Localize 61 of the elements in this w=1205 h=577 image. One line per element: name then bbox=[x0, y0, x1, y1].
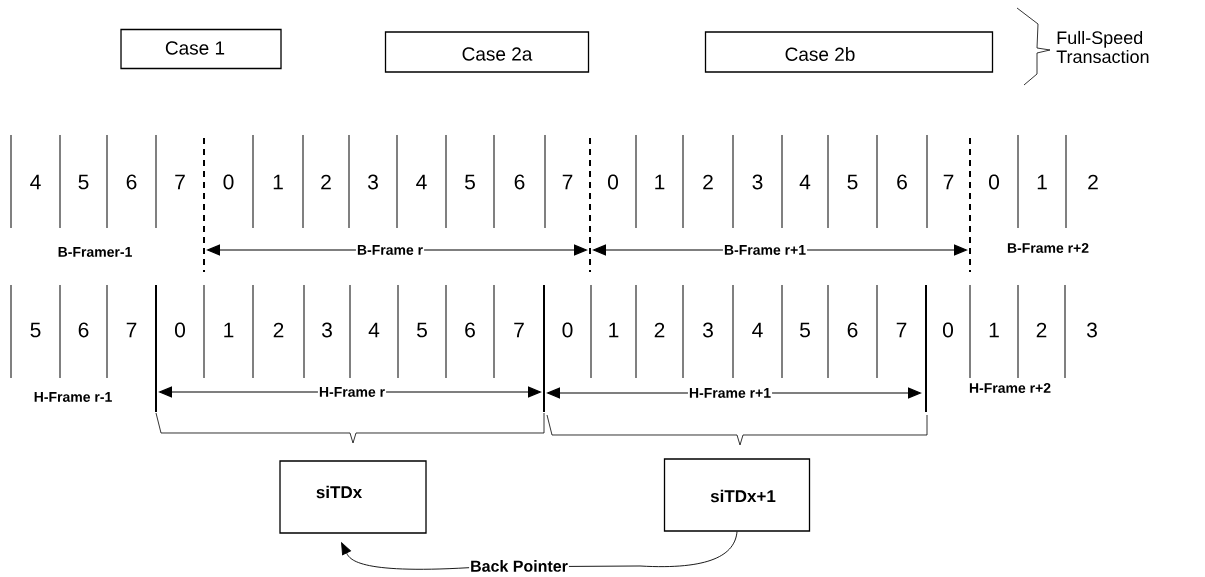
slot-number: 2 bbox=[654, 322, 665, 338]
slot-number: 4 bbox=[368, 322, 380, 338]
frame-label: B-Frame r+2 bbox=[1007, 243, 1089, 253]
slot-number: 0 bbox=[608, 174, 618, 190]
slot-number: 6 bbox=[126, 174, 137, 190]
slot-number: 1 bbox=[989, 322, 999, 338]
slot-number: 1 bbox=[273, 174, 283, 190]
slot-number: 5 bbox=[417, 322, 427, 338]
frame-label: B-Frame r bbox=[355, 244, 425, 256]
slot-number: 0 bbox=[989, 174, 999, 190]
slot-number: 4 bbox=[416, 174, 427, 190]
slot-number: 2 bbox=[321, 174, 331, 190]
slot-number: 4 bbox=[799, 174, 811, 190]
brace-label: Full-Speed Transaction bbox=[1056, 30, 1149, 64]
slot-number: 1 bbox=[609, 322, 619, 338]
slot-number: 1 bbox=[1037, 174, 1047, 190]
descriptor-box: siTDx bbox=[279, 460, 427, 534]
slot-number: 1 bbox=[655, 174, 665, 190]
slot-number: 7 bbox=[514, 322, 524, 338]
frame-label: B-Framer-1 bbox=[58, 247, 132, 257]
slot-number: 7 bbox=[126, 322, 137, 338]
slot-number: 5 bbox=[465, 174, 475, 190]
slot-number: 3 bbox=[367, 174, 378, 190]
slot-number: 3 bbox=[321, 322, 332, 338]
slot-number: 0 bbox=[175, 322, 185, 338]
frame-label: H-Frame r bbox=[317, 386, 387, 398]
edge-label: Back Pointer bbox=[469, 559, 569, 573]
slot-number: 7 bbox=[943, 174, 954, 190]
slot-number: 5 bbox=[30, 322, 41, 338]
slot-number: 0 bbox=[943, 322, 953, 338]
slot-number: 6 bbox=[897, 174, 907, 190]
slot-number: 0 bbox=[562, 322, 573, 338]
slot-number: 5 bbox=[78, 174, 89, 190]
slot-number: 7 bbox=[175, 174, 185, 190]
slot-number: 7 bbox=[562, 174, 573, 190]
slot-number: 6 bbox=[78, 322, 89, 338]
slot-number: 1 bbox=[224, 322, 234, 338]
slot-number: 2 bbox=[1088, 174, 1098, 190]
slot-number: 2 bbox=[1036, 322, 1047, 338]
case-box: Case 1 bbox=[120, 28, 282, 70]
slot-number: 3 bbox=[702, 322, 713, 338]
slot-number: 0 bbox=[223, 174, 234, 190]
slot-number: 2 bbox=[703, 174, 713, 190]
frame-label: B-Frame r+1 bbox=[722, 244, 808, 256]
frame-label: H-Frame r+2 bbox=[969, 383, 1051, 393]
slot-number: 4 bbox=[752, 322, 763, 338]
slot-number: 5 bbox=[800, 322, 810, 338]
slot-number: 4 bbox=[30, 174, 41, 190]
slot-number: 6 bbox=[847, 322, 858, 338]
slot-number: 6 bbox=[514, 174, 525, 190]
slot-number: 3 bbox=[1086, 322, 1097, 338]
slot-number: 3 bbox=[752, 174, 763, 190]
slot-number: 7 bbox=[896, 322, 907, 338]
case-box: Case 2a bbox=[384, 31, 590, 73]
frame-label: H-Frame r-1 bbox=[34, 392, 112, 402]
slot-number: 2 bbox=[273, 322, 284, 338]
slot-number: 5 bbox=[847, 174, 858, 190]
case-box: Case 2b bbox=[704, 31, 994, 73]
slot-number: 6 bbox=[465, 322, 475, 338]
descriptor-box: siTDx+1 bbox=[663, 458, 811, 532]
frame-label: H-Frame r+1 bbox=[687, 387, 773, 399]
